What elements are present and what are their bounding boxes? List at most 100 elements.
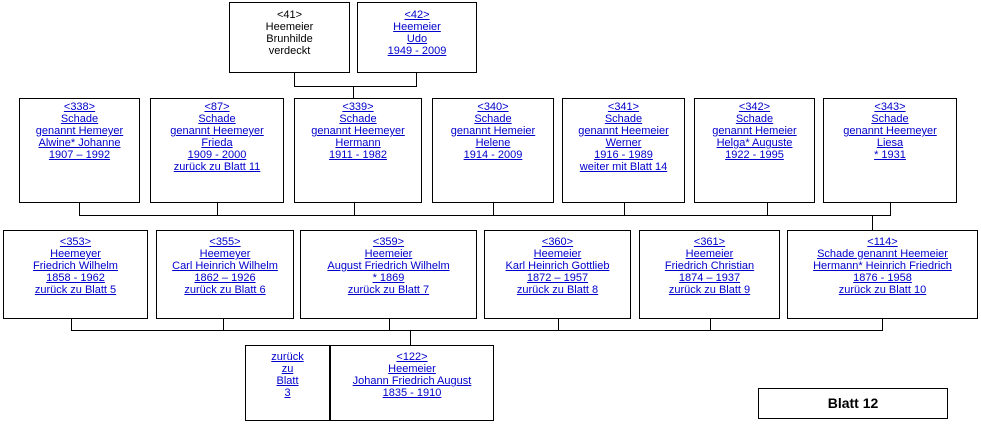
box-line[interactable]: 1909 - 2000 xyxy=(187,149,247,161)
box-line[interactable]: 1907 – 1992 xyxy=(48,149,111,161)
box-line[interactable]: * 1931 xyxy=(874,149,906,161)
box-line[interactable]: Schade xyxy=(60,113,99,125)
connector xyxy=(416,73,417,87)
box-line[interactable]: 1835 - 1910 xyxy=(382,387,442,399)
box-line[interactable]: 1949 - 2009 xyxy=(387,45,447,57)
box-line[interactable]: zurück zu Blatt 10 xyxy=(838,284,927,296)
box-line[interactable]: zurück zu Blatt 9 xyxy=(668,284,751,296)
box-line[interactable]: weiter mit Blatt 14 xyxy=(579,161,668,173)
box-line[interactable]: zurück zu Blatt 11 xyxy=(173,161,261,173)
box-line[interactable]: Blatt xyxy=(276,375,299,387)
box-line[interactable]: Schade xyxy=(735,113,774,125)
box-line[interactable]: 1876 - 1958 xyxy=(853,272,912,284)
box-line[interactable]: Heemeyer xyxy=(50,248,101,260)
box-line[interactable]: Udo xyxy=(406,33,428,45)
box-line[interactable]: zurück zu Blatt 8 xyxy=(516,284,599,296)
box-line[interactable]: zurück zu Blatt 6 xyxy=(184,284,266,296)
box-line[interactable]: Helga* Auguste xyxy=(716,137,793,149)
box-line[interactable]: Schade xyxy=(339,113,377,125)
box-line[interactable]: <340> xyxy=(477,101,509,113)
box-line[interactable]: <341> xyxy=(607,101,640,113)
box-line[interactable]: <42> xyxy=(404,9,430,21)
box-line[interactable]: Schade xyxy=(198,113,236,125)
box-line[interactable]: Carl Heinrich Wilhelm xyxy=(172,260,278,272)
box-line[interactable]: <361> xyxy=(693,236,726,248)
box-line[interactable]: Schade xyxy=(474,113,512,125)
box-line[interactable]: <114> xyxy=(867,236,898,248)
box-line[interactable]: Schade xyxy=(871,113,909,125)
box-line[interactable]: <122> xyxy=(396,351,428,363)
box-line[interactable]: 1858 - 1962 xyxy=(46,272,105,284)
box-line[interactable]: genannt Heemeyer xyxy=(311,125,405,137)
box-line[interactable]: Schade genannt Heemeier xyxy=(817,248,948,260)
box-line[interactable]: <339> xyxy=(342,101,374,113)
sheet-label: Blatt 12 xyxy=(758,388,948,419)
box-line[interactable]: genannt Heemeyer xyxy=(843,125,937,137)
box-line[interactable]: genannt Heemeier xyxy=(578,125,669,137)
box-line[interactable]: zu xyxy=(281,363,294,375)
box-line[interactable]: <343> xyxy=(874,101,906,113)
box-line[interactable]: Hermann* Heinrich Friedrich xyxy=(813,260,952,272)
box-line[interactable]: Liesa xyxy=(876,137,904,149)
box-line[interactable]: * 1869 xyxy=(372,272,405,284)
box-line[interactable]: Helene xyxy=(475,137,511,149)
box-line[interactable]: genannt Heemeyer xyxy=(170,125,264,137)
box-line[interactable]: 1914 - 2009 xyxy=(463,149,523,161)
box-line[interactable]: genannt Hemeier xyxy=(450,125,536,137)
box-line[interactable]: Karl Heinrich Gottlieb xyxy=(505,260,610,272)
box-line[interactable]: Heemeyer xyxy=(199,248,251,260)
box-line[interactable]: Friedrich Wilhelm xyxy=(33,260,118,272)
box-line[interactable]: zurück zu Blatt 5 xyxy=(34,284,117,296)
box-line[interactable]: 1911 - 1982 xyxy=(329,149,387,161)
box-line[interactable]: genannt Hemeier xyxy=(712,125,797,137)
box-line[interactable]: 1874 – 1937 xyxy=(678,272,741,284)
box-line[interactable]: Frieda xyxy=(201,137,233,149)
box-line[interactable]: <360> xyxy=(541,236,574,248)
box-line[interactable]: Heemeier xyxy=(364,248,413,260)
box-line[interactable]: Alwine* Johanne xyxy=(38,137,121,149)
box-line[interactable]: 1916 - 1989 xyxy=(594,149,653,161)
box-line[interactable]: Heemeier xyxy=(393,21,441,33)
box-line[interactable]: 1922 - 1995 xyxy=(725,149,784,161)
box-line[interactable]: 3 xyxy=(284,387,291,399)
box-line[interactable]: zurück zu Blatt 7 xyxy=(347,284,430,296)
box-line[interactable]: <353> xyxy=(59,236,92,248)
box-line[interactable]: Schade xyxy=(604,113,643,125)
box-line[interactable]: <342> xyxy=(738,101,771,113)
connector xyxy=(79,215,891,216)
connector xyxy=(493,203,494,215)
connector xyxy=(872,215,873,230)
box-line[interactable]: <355> xyxy=(209,236,241,248)
box-line[interactable]: <87> xyxy=(204,101,230,113)
box-line[interactable]: Heemeier xyxy=(388,363,436,375)
box-line[interactable]: Heemeier xyxy=(685,248,734,260)
box-line[interactable]: August Friedrich Wilhelm xyxy=(327,260,450,272)
box-line[interactable]: Hermann xyxy=(335,137,381,149)
box-line[interactable]: Heemeier xyxy=(533,248,582,260)
box-line[interactable]: Werner xyxy=(605,137,642,149)
box-line[interactable]: <338> xyxy=(63,101,96,113)
box-line[interactable]: zurück xyxy=(271,351,304,363)
box-line[interactable]: 1862 – 1926 xyxy=(194,272,256,284)
box-line[interactable]: 1872 – 1957 xyxy=(526,272,589,284)
box-line[interactable]: Friedrich Christian xyxy=(664,260,755,272)
box-line[interactable]: <359> xyxy=(372,236,405,248)
box-line[interactable]: Johann Friedrich August xyxy=(352,375,472,387)
box-line[interactable]: genannt Hemeyer xyxy=(35,125,124,137)
